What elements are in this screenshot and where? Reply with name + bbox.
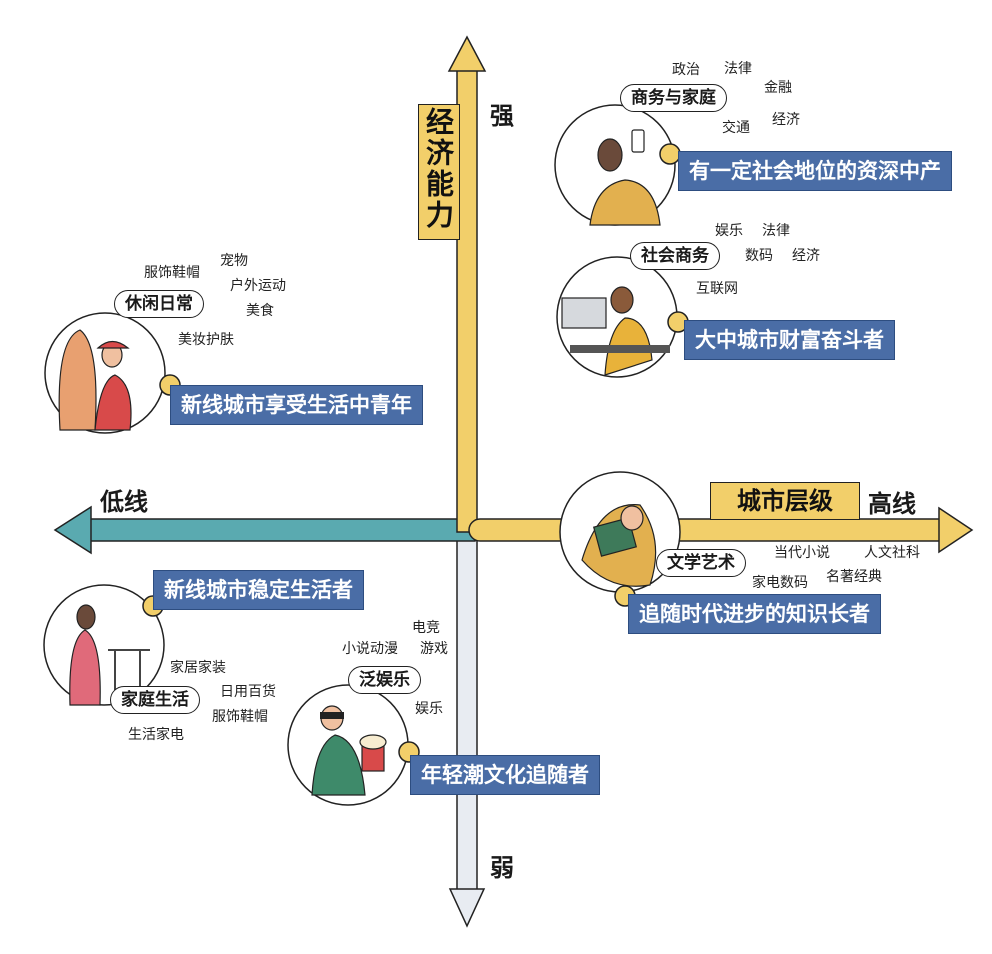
business-pill: 商务与家庭 (620, 84, 727, 112)
y-axis-strong-label: 强 (490, 96, 514, 131)
family-tag: 日用百货 (220, 681, 276, 701)
x-axis-title-box: 城市层级 (710, 482, 860, 520)
y-axis-title-box: 经济能力 (418, 104, 460, 240)
business-dot (660, 144, 680, 164)
leisure-tag: 户外运动 (230, 275, 286, 295)
x-axis-high-label: 高线 (868, 484, 916, 519)
literature-tag: 家电数码 (752, 572, 808, 592)
y-axis-weak-label: 弱 (490, 848, 514, 883)
social-pill: 社会商务 (630, 242, 720, 270)
leisure-pill: 休闲日常 (114, 290, 204, 318)
social-illustration (557, 257, 677, 377)
family-tag: 家居家装 (170, 657, 226, 677)
family-pill: 家庭生活 (110, 686, 200, 714)
family-tag: 生活家电 (128, 724, 184, 744)
entertainment-tag: 游戏 (420, 638, 448, 658)
x-axis-left-arrowhead (55, 507, 91, 553)
leisure-tag: 宠物 (220, 250, 248, 270)
leisure-tag: 服饰鞋帽 (144, 262, 200, 282)
entertainment-illustration (288, 685, 408, 805)
entertainment-tag: 小说动漫 (342, 638, 398, 658)
y-axis-title: 经济能力 (419, 107, 457, 231)
social-tag: 法律 (762, 220, 790, 240)
y-axis-lower-shaft (457, 530, 477, 890)
social-tag: 数码 (745, 245, 773, 265)
social-tag: 互联网 (696, 278, 738, 298)
social-tag: 娱乐 (715, 220, 743, 240)
y-axis-upper-shaft (457, 70, 477, 532)
entertainment-title: 年轻潮文化追随者 (410, 755, 600, 795)
social-title: 大中城市财富奋斗者 (684, 320, 895, 360)
leisure-title: 新线城市享受生活中青年 (170, 385, 423, 425)
literature-tag: 名著经典 (826, 566, 882, 586)
leisure-tag: 美食 (246, 300, 274, 320)
business-tag: 经济 (772, 109, 800, 129)
entertainment-tag: 娱乐 (415, 698, 443, 718)
business-tag: 政治 (672, 59, 700, 79)
literature-tag: 当代小说 (774, 542, 830, 562)
literature-title: 追随时代进步的知识长者 (628, 594, 881, 634)
social-tag: 经济 (792, 245, 820, 265)
y-axis-lower-arrowhead (450, 889, 484, 926)
family-tag: 服饰鞋帽 (212, 706, 268, 726)
business-tag: 金融 (764, 77, 792, 97)
literature-pill: 文学艺术 (656, 549, 746, 577)
business-tag: 交通 (722, 117, 750, 137)
business-title: 有一定社会地位的资深中产 (678, 151, 952, 191)
leisure-illustration (45, 313, 165, 433)
family-title: 新线城市稳定生活者 (153, 570, 364, 610)
x-axis-right-shaft (469, 519, 940, 541)
x-axis-low-label: 低线 (100, 482, 148, 517)
x-axis-left-shaft (90, 519, 475, 541)
business-illustration (555, 105, 675, 225)
entertainment-pill: 泛娱乐 (348, 666, 421, 694)
business-tag: 法律 (724, 58, 752, 78)
x-axis-title: 城市层级 (711, 483, 859, 519)
entertainment-tag: 电竞 (412, 617, 440, 637)
y-axis-upper-arrowhead (449, 37, 485, 71)
leisure-tag: 美妆护肤 (178, 329, 234, 349)
x-axis-right-arrowhead (939, 508, 972, 552)
literature-tag: 人文社科 (864, 542, 920, 562)
